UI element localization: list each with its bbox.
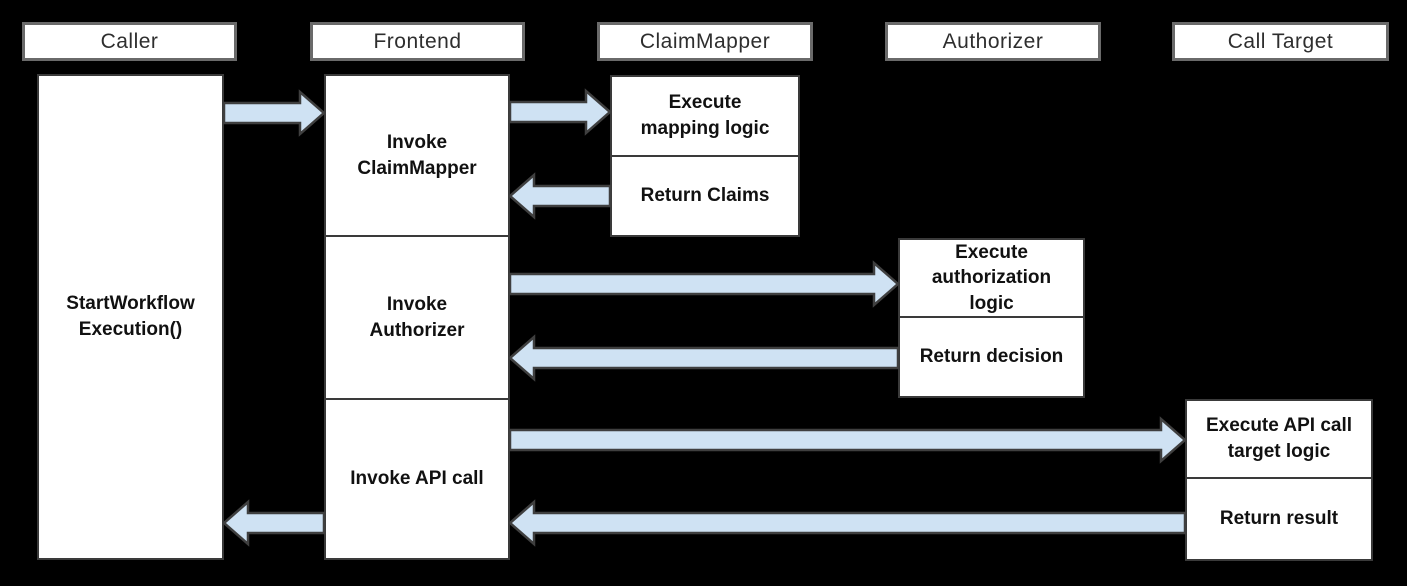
step-invoke-claimmapper: Invoke ClaimMapper — [326, 76, 508, 237]
step-label: Return result — [1219, 508, 1339, 530]
frontend-activation-box: Invoke ClaimMapper Invoke Authorizer Inv… — [324, 74, 510, 560]
step-return-claims: Return Claims — [612, 157, 798, 235]
actor-header-calltarget: Call Target — [1172, 22, 1389, 61]
actor-header-caller: Caller — [22, 22, 237, 61]
arrow-claimmapper-to-frontend — [508, 172, 612, 220]
actor-label-calltarget: Call Target — [1227, 29, 1334, 53]
authorizer-activation-box: Execute authorization logic Return decis… — [898, 238, 1085, 398]
actor-header-frontend: Frontend — [310, 22, 525, 61]
step-label: Return Claims — [640, 185, 770, 207]
calltarget-activation-box: Execute API call target logic Return res… — [1185, 399, 1373, 561]
step-label: Execute API call target logic — [1205, 415, 1353, 462]
actor-label-authorizer: Authorizer — [942, 29, 1044, 53]
step-invoke-api-call: Invoke API call — [326, 400, 508, 558]
arrow-calltarget-to-frontend — [508, 499, 1187, 547]
actor-label-frontend: Frontend — [373, 29, 462, 53]
step-return-decision: Return decision — [900, 318, 1083, 396]
step-execute-authorization-logic: Execute authorization logic — [900, 240, 1083, 318]
step-label: Invoke Authorizer — [369, 293, 465, 341]
step-start-workflow-execution: StartWorkflow Execution() — [39, 76, 222, 558]
caller-activation-box: StartWorkflow Execution() — [37, 74, 224, 560]
actor-header-authorizer: Authorizer — [885, 22, 1101, 61]
arrow-caller-to-frontend — [222, 89, 326, 137]
step-label: Execute mapping logic — [640, 92, 770, 139]
step-invoke-authorizer: Invoke Authorizer — [326, 237, 508, 400]
step-label: Invoke ClaimMapper — [357, 131, 477, 179]
step-return-result: Return result — [1187, 479, 1371, 559]
step-label: Execute authorization logic — [931, 241, 1052, 314]
arrow-frontend-to-caller — [222, 499, 326, 547]
step-label: StartWorkflow Execution() — [66, 293, 195, 340]
actor-label-caller: Caller — [100, 29, 159, 53]
step-label: Return decision — [919, 346, 1064, 368]
claimmapper-activation-box: Execute mapping logic Return Claims — [610, 75, 800, 237]
step-label: Invoke API call — [350, 468, 484, 490]
arrow-frontend-to-claimmapper — [508, 88, 612, 136]
arrow-authorizer-to-frontend — [508, 334, 900, 382]
actor-header-claimmapper: ClaimMapper — [597, 22, 813, 61]
step-execute-mapping-logic: Execute mapping logic — [612, 77, 798, 157]
actor-label-claimmapper: ClaimMapper — [639, 29, 771, 53]
arrow-frontend-to-authorizer — [508, 260, 900, 308]
arrow-frontend-to-calltarget — [508, 416, 1187, 464]
step-execute-api-call-target-logic: Execute API call target logic — [1187, 401, 1371, 479]
